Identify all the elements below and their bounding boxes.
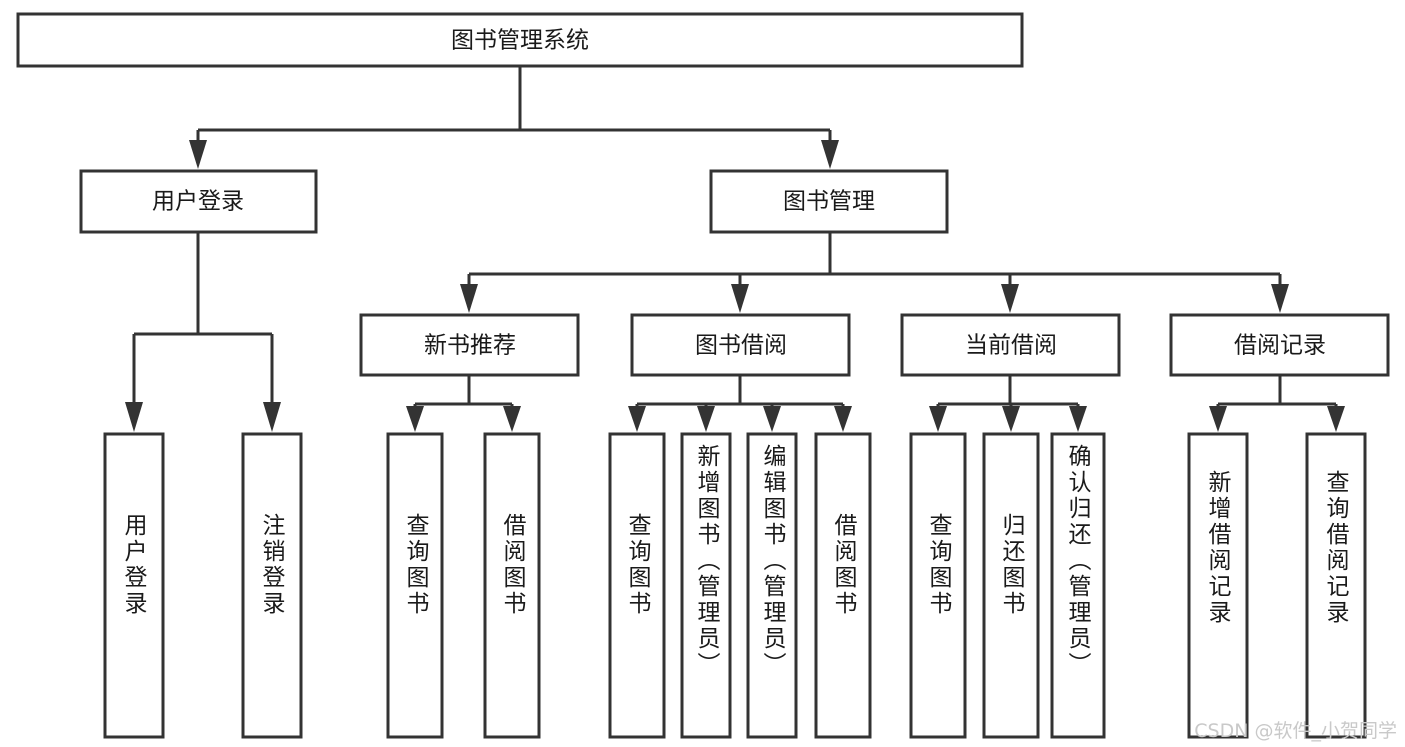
arrowhead-leaf-borrow-book	[834, 406, 852, 432]
node-leaf-query-borrow-record-box[interactable]	[1305, 432, 1367, 739]
arrowhead-new-book-rec	[460, 284, 478, 313]
csdn-watermark: CSDN @软件_小贺同学	[1194, 720, 1397, 742]
node-leaf-edit-book-admin-box[interactable]	[746, 432, 798, 739]
arrowhead-current-borrow	[1001, 284, 1019, 313]
connector-group-borrow-record	[1209, 375, 1345, 432]
arrowhead-borrow-record	[1271, 284, 1289, 313]
node-leaf-query-book-borrow-box[interactable]	[608, 432, 666, 739]
arrowhead-leaf-add-book-admin	[697, 406, 715, 432]
arrowhead-leaf-query-book-current	[929, 406, 947, 432]
node-leaf-query-book-rec-box[interactable]	[386, 432, 444, 739]
node-user-login-box[interactable]	[79, 169, 318, 234]
connector-group-current-borrow	[929, 375, 1087, 432]
connector-group-book-manage	[460, 232, 1289, 313]
arrowhead-leaf-edit-book-admin	[763, 406, 781, 432]
node-new-book-rec[interactable]: 新书推荐	[359, 313, 580, 377]
node-leaf-borrow-book-rec-box[interactable]	[483, 432, 541, 739]
node-current-borrow-label: 当前借阅	[965, 333, 1057, 359]
arrowhead-user-login	[189, 140, 207, 169]
node-user-login-label: 用户登录	[152, 189, 244, 215]
arrowhead-leaf-borrow-book-rec	[503, 406, 521, 432]
node-borrow-record[interactable]: 借阅记录	[1169, 313, 1390, 377]
node-borrow-record-box[interactable]	[1169, 313, 1390, 377]
node-book-manage-box[interactable]	[709, 169, 949, 234]
arrowhead-leaf-query-book-borrow	[628, 406, 646, 432]
node-root-label: 图书管理系统	[451, 28, 589, 54]
node-book-borrow-box[interactable]	[630, 313, 851, 377]
node-book-borrow-label: 图书借阅	[695, 333, 787, 359]
node-borrow-record-label: 借阅记录	[1234, 333, 1326, 359]
arrowhead-leaf-query-book-rec	[406, 406, 424, 432]
connector-group-new-book-rec	[406, 375, 521, 432]
node-book-borrow[interactable]: 图书借阅	[630, 313, 851, 377]
arrowhead-leaf-return-book	[1002, 406, 1020, 432]
node-current-borrow[interactable]: 当前借阅	[900, 313, 1121, 377]
node-new-book-rec-label: 新书推荐	[424, 333, 516, 359]
arrowhead-leaf-user-login	[125, 402, 143, 432]
node-leaf-confirm-return-admin-box[interactable]	[1050, 432, 1106, 739]
node-root-box[interactable]	[16, 12, 1024, 68]
arrowhead-book-borrow	[731, 284, 749, 313]
arrowhead-leaf-query-borrow-record	[1327, 406, 1345, 432]
arrowhead-leaf-logout	[263, 402, 281, 432]
node-user-login[interactable]: 用户登录	[79, 169, 318, 234]
node-leaf-borrow-book-box[interactable]	[814, 432, 872, 739]
connector-group-user-login	[125, 232, 281, 432]
arrowhead-leaf-add-borrow-record	[1209, 406, 1227, 432]
node-book-manage[interactable]: 图书管理	[709, 169, 949, 234]
arrowhead-book-manage	[821, 140, 839, 169]
node-leaf-logout-box[interactable]	[241, 432, 303, 739]
arrowhead-leaf-confirm-return-admin	[1069, 406, 1087, 432]
connector-group-book-borrow	[628, 375, 852, 432]
node-leaf-add-book-admin-box[interactable]	[680, 432, 732, 739]
node-leaf-return-book-box[interactable]	[982, 432, 1040, 739]
node-leaf-user-login-box[interactable]	[103, 432, 165, 739]
node-book-manage-label: 图书管理	[783, 189, 875, 215]
node-leaf-query-book-current-box[interactable]	[909, 432, 967, 739]
node-new-book-rec-box[interactable]	[359, 313, 580, 377]
node-current-borrow-box[interactable]	[900, 313, 1121, 377]
connector-group-root	[189, 66, 839, 169]
node-root[interactable]: 图书管理系统	[16, 12, 1024, 68]
node-leaf-add-borrow-record-box[interactable]	[1187, 432, 1249, 739]
